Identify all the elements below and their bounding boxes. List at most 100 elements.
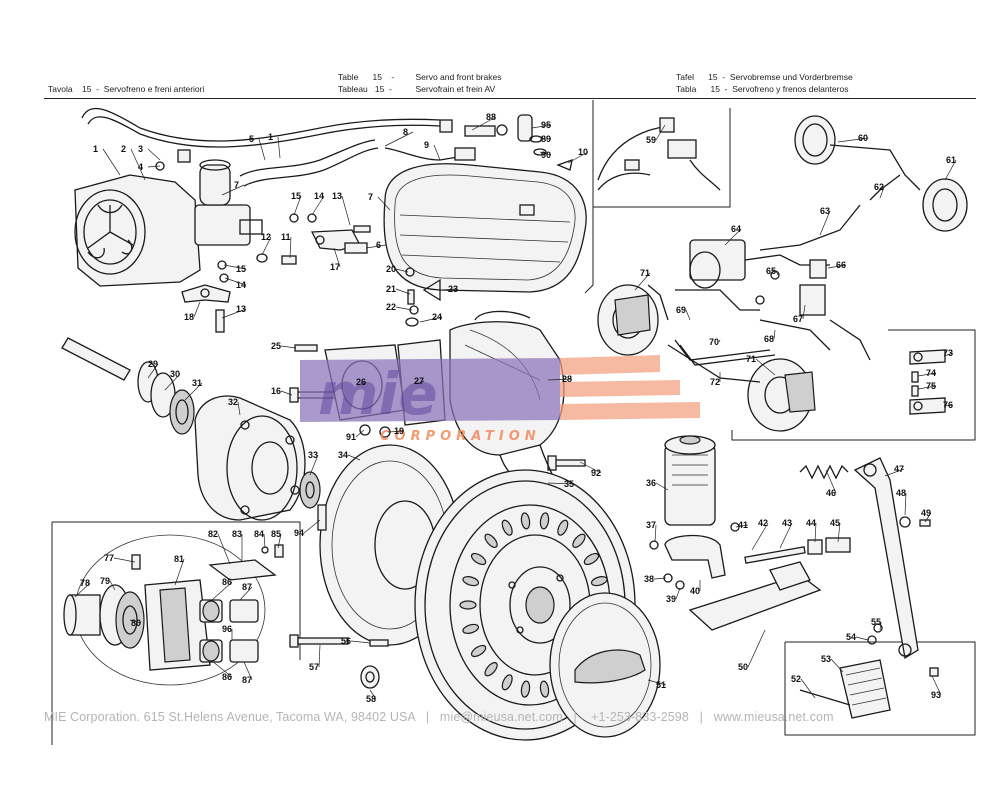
- part-number-label: 9: [424, 140, 429, 150]
- part-number-label: 46: [826, 488, 836, 498]
- part-number-label: 82: [208, 529, 218, 539]
- part-number-label: 67: [793, 314, 803, 324]
- leader-line: [879, 186, 885, 199]
- part-number-label: 75: [926, 381, 936, 391]
- leader-line: [547, 378, 573, 381]
- leader-line: [193, 301, 201, 318]
- leader-line: [884, 468, 905, 477]
- leader-line: [309, 454, 319, 476]
- leader-line: [130, 148, 146, 181]
- leader-line: [837, 137, 869, 143]
- leader-line: [311, 195, 325, 216]
- leader-line: [395, 306, 413, 311]
- part-number-label: 25: [271, 341, 281, 351]
- leader-line: [751, 522, 769, 551]
- part-number-label: 42: [758, 518, 768, 528]
- leader-line: [350, 640, 371, 644]
- leader-line: [825, 469, 837, 494]
- part-number-label: 90: [541, 150, 551, 160]
- part-number-label: 21: [386, 284, 396, 294]
- part-number-label: 53: [821, 654, 831, 664]
- part-number-label: 69: [676, 305, 686, 315]
- leader-line: [547, 482, 575, 485]
- wheel-studs: [289, 634, 389, 689]
- leader-line: [814, 522, 817, 543]
- part-number-label: 33: [308, 450, 318, 460]
- leader-line: [384, 131, 414, 147]
- part-number-label: 76: [943, 400, 953, 410]
- leader-line: [277, 533, 282, 549]
- leader-line: [341, 195, 351, 226]
- leader-line: [943, 404, 954, 407]
- wheel-vent-slot: [590, 576, 608, 587]
- leader-line: [653, 577, 667, 580]
- part-number-label: 29: [148, 359, 158, 369]
- part-number-label: 49: [921, 508, 931, 518]
- wheel-vent-slot: [520, 512, 531, 530]
- part-number-label: 58: [366, 694, 376, 704]
- leader-line: [129, 619, 142, 624]
- leader-line: [724, 228, 742, 246]
- part-number-label: 55: [871, 617, 881, 627]
- part-number-label: 15: [236, 264, 246, 274]
- leader-line: [318, 644, 321, 668]
- part-number-label: 87: [242, 675, 252, 685]
- part-number-label: 59: [646, 135, 656, 145]
- leader-line: [755, 358, 776, 376]
- leader-line: [333, 247, 341, 268]
- part-number-label: 8: [403, 127, 408, 137]
- leader-line: [239, 586, 253, 601]
- leader-line: [775, 270, 779, 276]
- part-number-label: 79: [100, 576, 110, 586]
- header-spanish: Tabla 15 - Servofreno y frenos delantero…: [676, 84, 849, 94]
- hub-and-spindle: [61, 337, 336, 521]
- part-number-label: 51: [656, 680, 666, 690]
- part-number-label: 77: [104, 553, 114, 563]
- part-number-label: 65: [766, 266, 776, 276]
- part-number-label: 96: [222, 624, 232, 634]
- footer-contact: MIE Corporation. 615 St.Helens Avenue, T…: [44, 710, 834, 724]
- leader-line: [365, 244, 387, 249]
- leader-line: [879, 621, 882, 631]
- part-number-label: 36: [646, 478, 656, 488]
- leader-line: [211, 660, 233, 678]
- wheel-vent-slot: [557, 519, 569, 536]
- wheel-vent-slot: [501, 674, 513, 691]
- leader-line: [280, 390, 293, 396]
- part-number-label: 73: [943, 348, 953, 358]
- wheel-vent-slot: [484, 533, 498, 548]
- part-number-label: 43: [782, 518, 792, 528]
- leader-line: [439, 288, 459, 291]
- part-number-label: 52: [791, 674, 801, 684]
- leader-line: [221, 308, 247, 319]
- header-english: Table 15 - Servo and front brakes: [338, 72, 502, 82]
- leader-line: [539, 151, 552, 156]
- part-number-label: 26: [356, 377, 366, 387]
- hose-inset: [597, 117, 721, 191]
- leader-line: [174, 558, 185, 586]
- leader-line: [634, 272, 651, 291]
- part-number-label: 38: [644, 574, 654, 584]
- part-number-label: 28: [562, 374, 572, 384]
- leader-line: [827, 264, 847, 269]
- leader-line: [531, 124, 552, 129]
- part-number-label: 11: [281, 232, 291, 242]
- leader-line: [217, 533, 231, 565]
- part-number-label: 32: [228, 397, 238, 407]
- part-number-label: 71: [746, 354, 756, 364]
- part-number-label: 50: [738, 662, 748, 672]
- leader-line: [800, 678, 816, 699]
- part-number-label: 13: [332, 191, 342, 201]
- leader-line: [655, 124, 666, 141]
- part-number-label: 40: [690, 586, 700, 596]
- part-number-label: 61: [946, 155, 956, 165]
- part-number-label: 17: [330, 262, 340, 272]
- part-number-label: 56: [341, 636, 351, 646]
- part-number-label: 13: [236, 304, 246, 314]
- leader-line: [280, 345, 297, 349]
- leader-line: [819, 210, 831, 236]
- wheel-vent-slot: [539, 512, 550, 530]
- servo-unit: [74, 107, 441, 333]
- part-number-label: 95: [541, 120, 551, 130]
